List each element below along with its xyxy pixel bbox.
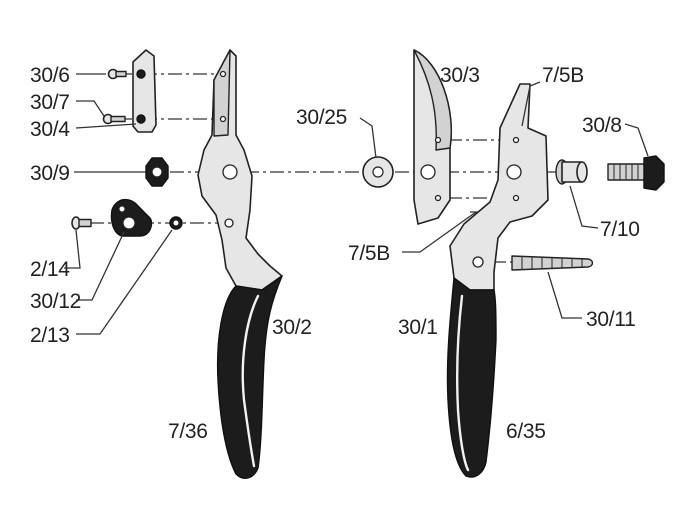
grip-highlight-left [241, 294, 260, 468]
label-30-6: 30/6 [30, 64, 70, 87]
label-30-7: 30/7 [30, 91, 70, 114]
left-handle-assembly [197, 49, 283, 479]
anvil-ridge [213, 49, 231, 137]
handle-30-1-metal [449, 83, 549, 291]
label-30-11: 30/11 [586, 308, 636, 331]
label-2-13: 2/13 [30, 324, 70, 347]
screw-30-7 [102, 113, 126, 125]
plate-hole-bottom [136, 114, 146, 124]
label-7-36: 7/36 [168, 420, 208, 443]
bolt-30-8 [607, 155, 665, 191]
stop-hole-left [224, 218, 234, 228]
label-7-5b-top: 7/5B [542, 64, 584, 87]
handle-pivot-hole [506, 164, 522, 180]
left-small-parts [71, 49, 183, 237]
label-30-8: 30/8 [582, 114, 622, 137]
screw-hole-a [219, 70, 227, 78]
label-6-35: 6/35 [506, 420, 546, 443]
bushing-7-10 [555, 159, 588, 185]
screw-hole-b [219, 115, 227, 123]
blade-hole-a [434, 136, 442, 144]
right-blade-30-3 [413, 49, 452, 225]
spring-hole [472, 256, 484, 268]
right-handle-assembly [446, 83, 549, 478]
label-30-4: 30/4 [30, 118, 70, 141]
handle-hole-b [512, 194, 520, 202]
label-30-25: 30/25 [296, 106, 347, 129]
label-7-5b-mid: 7/5B [348, 242, 390, 265]
blade-pivot-hole [420, 164, 436, 180]
label-30-2: 30/2 [272, 316, 312, 339]
label-7-10: 7/10 [600, 218, 640, 241]
spring-30-11 [511, 255, 594, 271]
handle-hole-a [512, 136, 520, 144]
leader-lines [64, 73, 649, 335]
handle-30-2-metal [197, 49, 283, 291]
label-30-12: 30/12 [30, 290, 81, 313]
grip-7-36 [216, 275, 283, 479]
screw-2-14 [71, 216, 92, 230]
label-2-14: 2/14 [30, 258, 70, 281]
grip-6-35 [446, 277, 497, 478]
label-30-9: 30/9 [30, 162, 70, 185]
part-labels: 30/6 30/7 30/4 30/9 2/14 30/12 2/13 30/2… [30, 64, 640, 443]
pivot-hole-left [222, 164, 238, 180]
blade-hole-b [434, 194, 442, 202]
plate-hole-top [136, 69, 146, 79]
nut-30-9 [145, 157, 169, 187]
label-30-1: 30/1 [398, 316, 438, 339]
screw-30-6 [107, 68, 127, 80]
washer-30-25 [362, 156, 394, 188]
washer-2-13 [169, 216, 183, 230]
grip-highlight-right [456, 294, 470, 472]
blade-edge [413, 49, 452, 151]
label-30-3: 30/3 [440, 64, 480, 87]
